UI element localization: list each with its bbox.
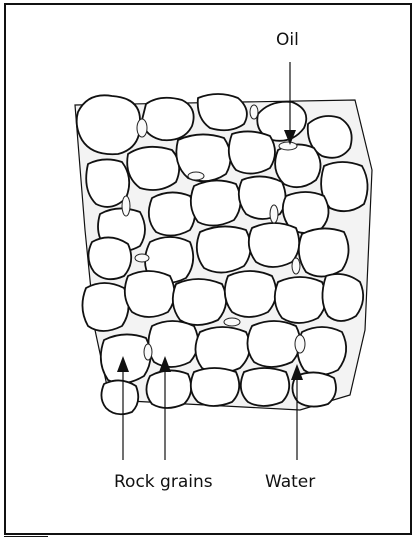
oil-droplet: [292, 258, 300, 274]
rock-grain: [197, 226, 251, 272]
rock-grain: [101, 380, 138, 414]
oil-droplet: [224, 318, 240, 326]
rock-grain: [241, 368, 289, 406]
rock-grain: [125, 271, 175, 317]
rock-grain: [101, 334, 151, 383]
rock-grain: [198, 94, 247, 130]
oil-droplet: [270, 205, 278, 223]
oil-droplet: [135, 254, 149, 262]
oil-droplet: [250, 105, 258, 119]
rock-grain: [195, 327, 249, 373]
oil-label: Oil: [276, 30, 299, 50]
rock-grain: [77, 95, 140, 154]
oil-droplet: [295, 335, 305, 353]
rock-grain: [173, 279, 226, 325]
oil-droplet: [188, 172, 204, 180]
oil-droplet: [137, 119, 147, 137]
rock-grain: [127, 147, 179, 190]
rock-grain: [82, 283, 128, 331]
rock-grain: [247, 321, 300, 367]
rock-grain: [191, 368, 239, 406]
rock-grain: [142, 98, 194, 140]
rock-grain: [239, 176, 286, 219]
water-label: Water: [265, 472, 315, 492]
rock-grain: [322, 274, 363, 321]
rock-grain: [249, 223, 299, 267]
oil-droplet: [122, 196, 130, 216]
rock-grain: [149, 192, 195, 235]
rock-grain: [148, 321, 198, 367]
rock-grain: [299, 228, 349, 276]
rock-grain: [275, 144, 320, 187]
rock-grain: [297, 327, 346, 375]
oil-droplet: [144, 344, 152, 360]
rock-grain: [191, 180, 241, 225]
oil-droplet: [279, 142, 297, 150]
rock-grains-label: Rock grains: [114, 472, 213, 492]
rock-grain: [229, 131, 275, 173]
rock-grain: [88, 237, 131, 279]
rock-grain: [275, 277, 326, 323]
rock-grain: [146, 370, 191, 408]
rock-grain: [225, 271, 276, 317]
